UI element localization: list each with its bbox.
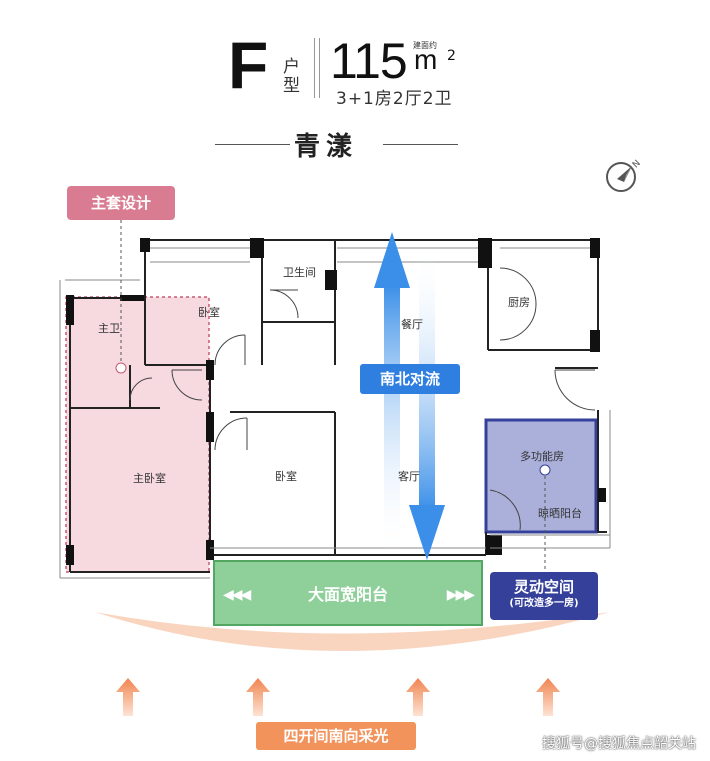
room-bedroom-2: 卧室 — [275, 470, 297, 483]
room-bedroom-1: 卧室 — [198, 306, 220, 319]
room-master-bath: 主卫 — [98, 322, 120, 335]
flex-space-title: 灵动空间 — [513, 578, 574, 596]
unit-type-label: 户型 — [283, 57, 300, 96]
south-light-arc — [95, 612, 610, 651]
room-dining: 餐厅 — [401, 318, 423, 331]
north-south-flow-tag: 南北对流 — [360, 364, 460, 394]
up-arrow-icon — [116, 678, 560, 716]
wide-balcony-label: 大面宽阳台 — [307, 585, 388, 604]
header-divider — [314, 38, 320, 98]
suite-design-tag: 主套设计 — [67, 186, 175, 220]
south-light-tag: 四开间南向采光 — [256, 722, 416, 750]
unit-type-letter: F — [228, 28, 269, 102]
wide-balcony-tag: ◀◀◀ 大面宽阳台 ▶▶▶ — [213, 560, 483, 626]
flex-space-highlight — [486, 420, 596, 532]
room-master-bedroom: 主卧室 — [133, 472, 166, 485]
double-chevron-icon: ◀◀◀ — [223, 587, 251, 603]
master-suite-highlight — [66, 297, 209, 572]
title-rule-left — [215, 144, 290, 145]
room-multi: 多功能房 — [520, 450, 564, 463]
unit-name: 青漾 — [294, 132, 359, 162]
flex-space-tag: 灵动空间 (可改造多一房) — [490, 572, 598, 620]
north-compass-icon: N — [606, 159, 643, 192]
watermark: 搜狐号@搜狐焦点韶关站 — [542, 736, 696, 752]
area-note: 建面约 — [413, 41, 437, 50]
area-value: 115 — [330, 33, 408, 89]
room-kitchen: 厨房 — [508, 296, 530, 309]
room-drying-balcony: 晾晒阳台 — [538, 507, 582, 520]
title-rule-right — [383, 144, 458, 145]
svg-text:N: N — [631, 159, 643, 171]
layout-text: 3+1房2厅2卫 — [336, 89, 453, 109]
area-unit-sup: 2 — [447, 48, 456, 64]
flex-space-note: (可改造多一房) — [509, 598, 579, 609]
area-unit: m — [414, 44, 438, 75]
room-living: 客厅 — [398, 470, 420, 483]
airflow-arrows — [374, 232, 445, 560]
double-chevron-icon: ▶▶▶ — [446, 587, 475, 603]
room-bathroom: 卫生间 — [283, 266, 316, 279]
